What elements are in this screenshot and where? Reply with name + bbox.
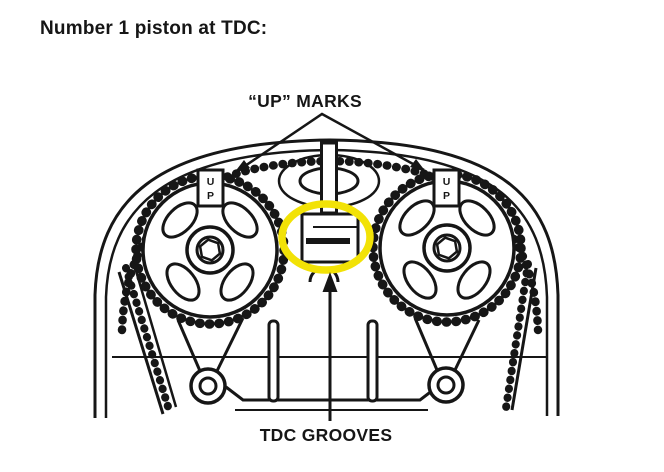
camshaft-sprocket-right: U P — [368, 168, 526, 327]
guide-post-right — [366, 319, 379, 403]
hub-bolt-left — [198, 238, 222, 262]
up-mark-right-p: P — [443, 190, 450, 202]
hub-bolt-right — [435, 236, 459, 260]
up-arrowhead — [322, 272, 338, 292]
page-title: Number 1 piston at TDC: — [40, 18, 267, 39]
idler-pulley-left — [189, 367, 227, 405]
up-mark-tab-right: U P — [432, 168, 461, 208]
leader-arrowhead-right — [410, 159, 426, 172]
timing-belt-right-run — [502, 260, 538, 412]
up-marks-label: “UP” MARKS — [248, 91, 362, 111]
up-marks-leader-lines — [234, 112, 426, 174]
tdc-grooves-highlight-ellipse — [278, 200, 374, 274]
leader-arrowhead-left — [234, 160, 250, 173]
guide-post-left — [267, 319, 280, 403]
camshaft-sprocket-left: U P — [131, 168, 289, 329]
up-mark-right-u: U — [443, 176, 451, 188]
tdc-grooves-arrow — [322, 272, 338, 421]
tdc-grooves-label: TDC GROOVES — [260, 425, 393, 445]
up-mark-tab-left: U P — [196, 168, 225, 208]
up-mark-left-p: P — [207, 190, 214, 202]
up-mark-left-u: U — [207, 176, 215, 188]
idler-pulley-right — [427, 366, 465, 404]
